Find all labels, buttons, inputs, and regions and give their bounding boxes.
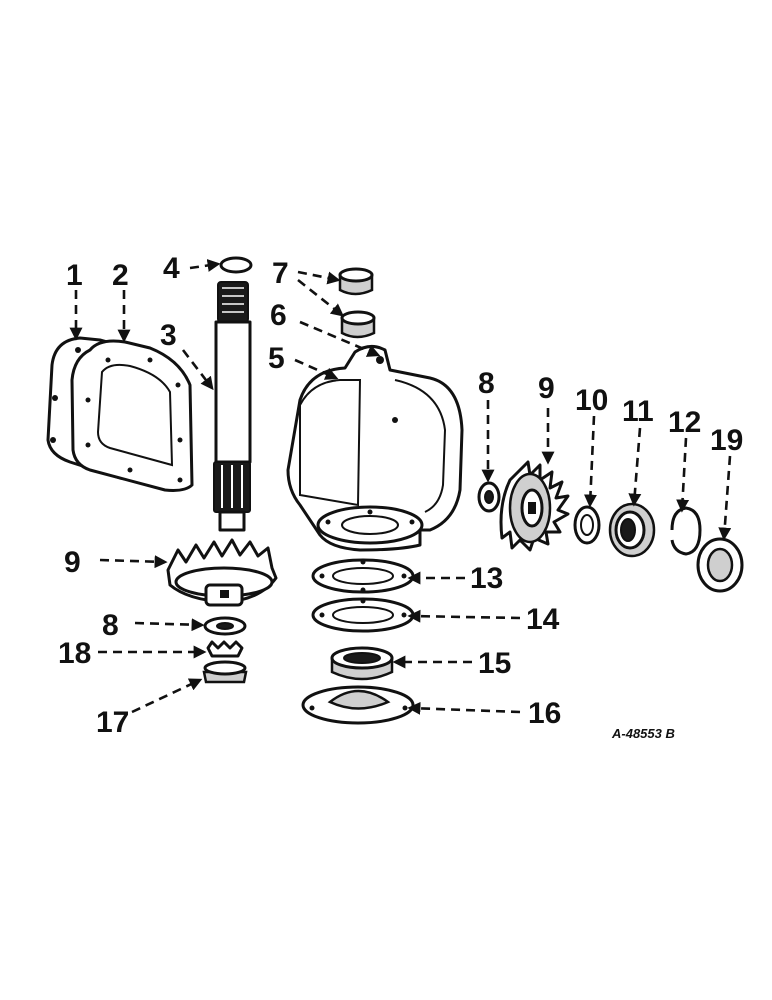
callout-3: 3 [160, 319, 177, 352]
callout-8-left: 8 [102, 609, 119, 642]
part-14-shim [311, 597, 415, 633]
part-10-washer [573, 505, 601, 545]
callout-11: 11 [622, 395, 654, 428]
part-13-gasket [311, 558, 415, 594]
part-18-lock-washer [206, 640, 244, 658]
callout-9-right: 9 [538, 372, 555, 405]
part-8-washer-right [477, 481, 501, 513]
callout-9-left: 9 [64, 546, 81, 579]
part-17-nut [202, 660, 248, 684]
part-19-seal [696, 537, 744, 593]
callout-4: 4 [163, 252, 180, 285]
callout-6: 6 [270, 299, 287, 332]
part-9-bevel-gear-right [499, 460, 570, 552]
callout-19: 19 [710, 424, 743, 457]
callout-15: 15 [478, 647, 511, 680]
callout-12: 12 [668, 406, 701, 439]
callout-7: 7 [272, 257, 289, 290]
part-5-housing [286, 345, 464, 552]
part-16-bearing-cap [301, 685, 415, 725]
part-12-snap-ring [670, 506, 702, 556]
callout-13: 13 [470, 562, 503, 595]
callout-17: 17 [96, 706, 129, 739]
callout-5: 5 [268, 342, 285, 375]
part-8-washer-left [203, 616, 247, 636]
callout-10: 10 [575, 384, 608, 417]
callout-1: 1 [66, 259, 83, 292]
part-15-bearing [330, 646, 394, 681]
callout-16: 16 [528, 697, 561, 730]
part-7-caps [338, 267, 376, 339]
part-3-splined-shaft [213, 281, 252, 532]
callout-8-right: 8 [478, 367, 495, 400]
part-4-o-ring [219, 256, 253, 274]
callout-14: 14 [526, 603, 560, 636]
drawing-id: A-48553 B [611, 726, 675, 741]
leader-lines [69, 259, 732, 715]
part-9-bevel-gear-left [166, 538, 278, 607]
part-11-bearing [608, 502, 656, 558]
callout-18: 18 [58, 637, 91, 670]
callout-2: 2 [112, 259, 129, 292]
part-2-gasket [70, 339, 194, 492]
